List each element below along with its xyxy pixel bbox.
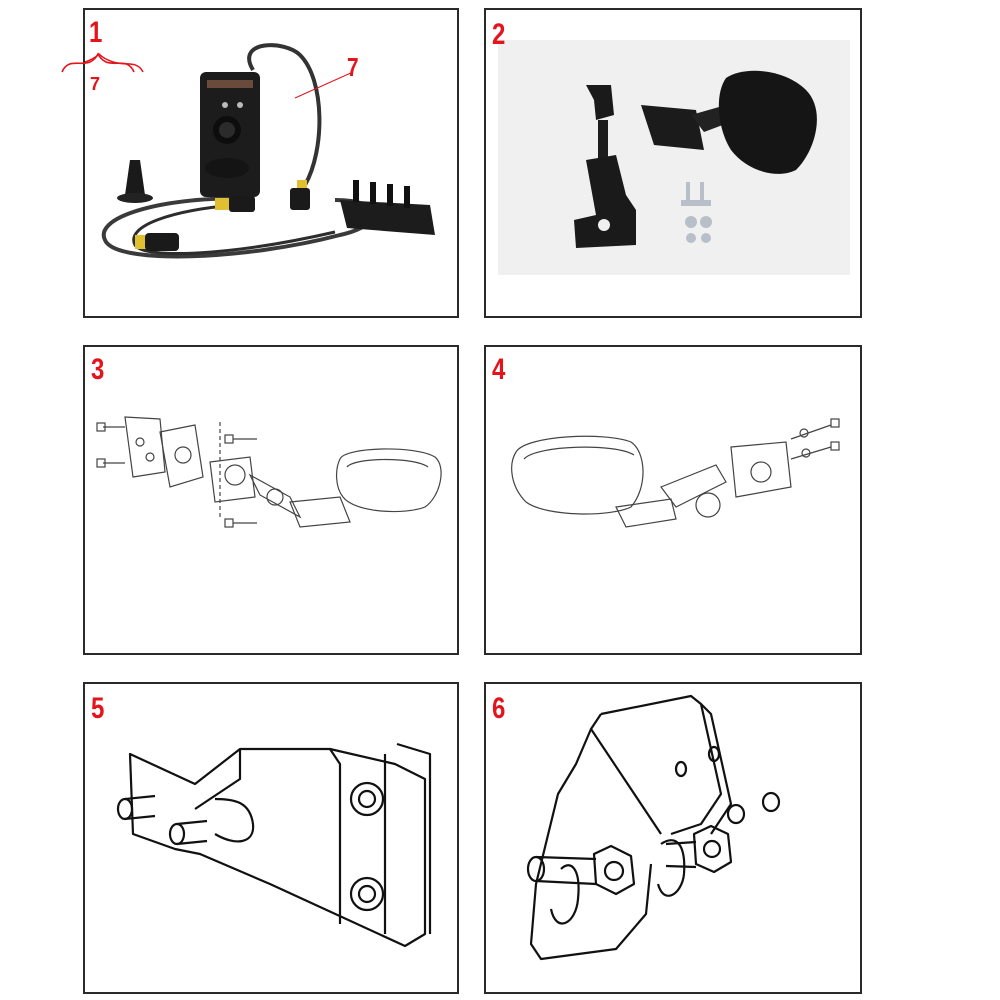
panel-3: 3 — [83, 345, 459, 655]
hinge-bracket-detail-drawing — [526, 694, 781, 961]
brace-label: 7 — [90, 74, 101, 94]
panel-6-number: 6 — [492, 692, 506, 725]
exploded-armrest-drawing-left — [96, 416, 442, 528]
panel-5: 5 — [83, 682, 459, 994]
callout-number: 7 — [347, 52, 359, 82]
joystick-controller-photo — [85, 43, 435, 259]
armrest-bracket-photo — [574, 70, 817, 248]
bracket-detail-drawing — [116, 742, 432, 948]
panel-1: 1 7 — [83, 8, 459, 318]
panel-6: 6 — [484, 682, 862, 994]
panel-2-number: 2 — [492, 18, 506, 51]
panel-1-number: 1 — [89, 16, 103, 49]
exploded-armrest-drawing-right — [511, 418, 840, 528]
panel-3-number: 3 — [91, 353, 105, 386]
panel-5-number: 5 — [91, 692, 105, 725]
panel-2: 2 — [484, 8, 862, 318]
panel-4-number: 4 — [492, 353, 506, 386]
brace-mark — [61, 52, 135, 73]
panel-4: 4 — [484, 345, 862, 655]
